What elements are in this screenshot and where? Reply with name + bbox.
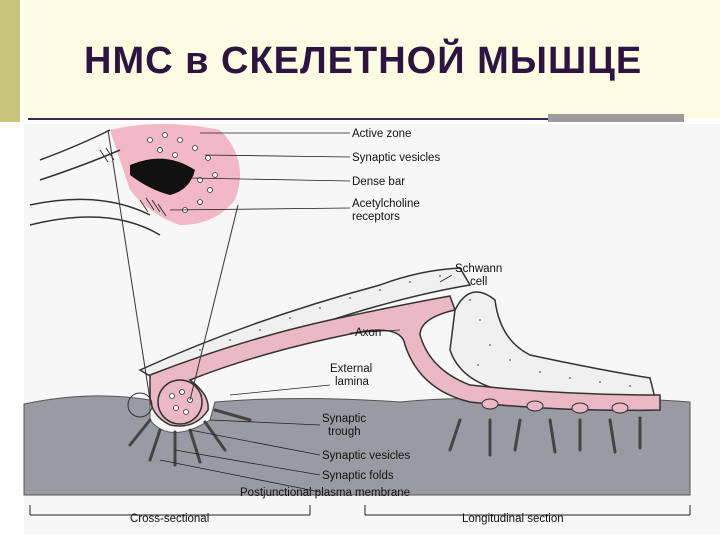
label-schwann-cell: cell bbox=[470, 276, 487, 288]
header-panel bbox=[24, 0, 720, 118]
label-longitudinal-section: Longitudinal section bbox=[462, 513, 564, 525]
axon-terminal-left bbox=[157, 379, 203, 425]
axon bbox=[149, 295, 661, 427]
label-lamina: lamina bbox=[335, 376, 369, 388]
title-underline bbox=[28, 118, 548, 120]
leader-lines bbox=[159, 132, 453, 493]
label-cross-sectional: Cross-sectional bbox=[130, 513, 209, 525]
label-external: External bbox=[330, 363, 372, 375]
label-synaptic-folds: Synaptic folds bbox=[322, 470, 394, 482]
title-underline-grey bbox=[548, 114, 684, 122]
inset-magnification bbox=[29, 124, 240, 418]
synaptic-folds-left bbox=[128, 408, 252, 467]
mitochondria-right bbox=[481, 398, 629, 414]
label-synaptic-vesicles-bottom: Synaptic vesicles bbox=[322, 450, 410, 462]
left-accent-bar bbox=[0, 0, 20, 122]
terminal-vesicles-left bbox=[169, 389, 193, 415]
label-synaptic-vesicles-top: Synaptic vesicles bbox=[352, 152, 440, 164]
schwann-stipple bbox=[199, 275, 631, 387]
label-trough: trough bbox=[328, 426, 361, 438]
label-postjunctional-membrane: Postjunctional plasma membrane bbox=[240, 487, 410, 499]
label-dense-bar: Dense bar bbox=[352, 176, 405, 188]
label-receptors: receptors bbox=[352, 211, 400, 223]
label-acetylcholine: Acetylcholine bbox=[352, 198, 420, 210]
label-axon: Axon bbox=[355, 327, 381, 339]
label-active-zone: Active zone bbox=[352, 128, 411, 140]
synaptic-folds-right bbox=[448, 416, 642, 457]
label-schwann: Schwann bbox=[455, 263, 502, 275]
slide-title: НМС в СКЕЛЕТНОЙ МЫШЦЕ bbox=[84, 40, 643, 82]
label-synaptic: Synaptic bbox=[322, 413, 366, 425]
